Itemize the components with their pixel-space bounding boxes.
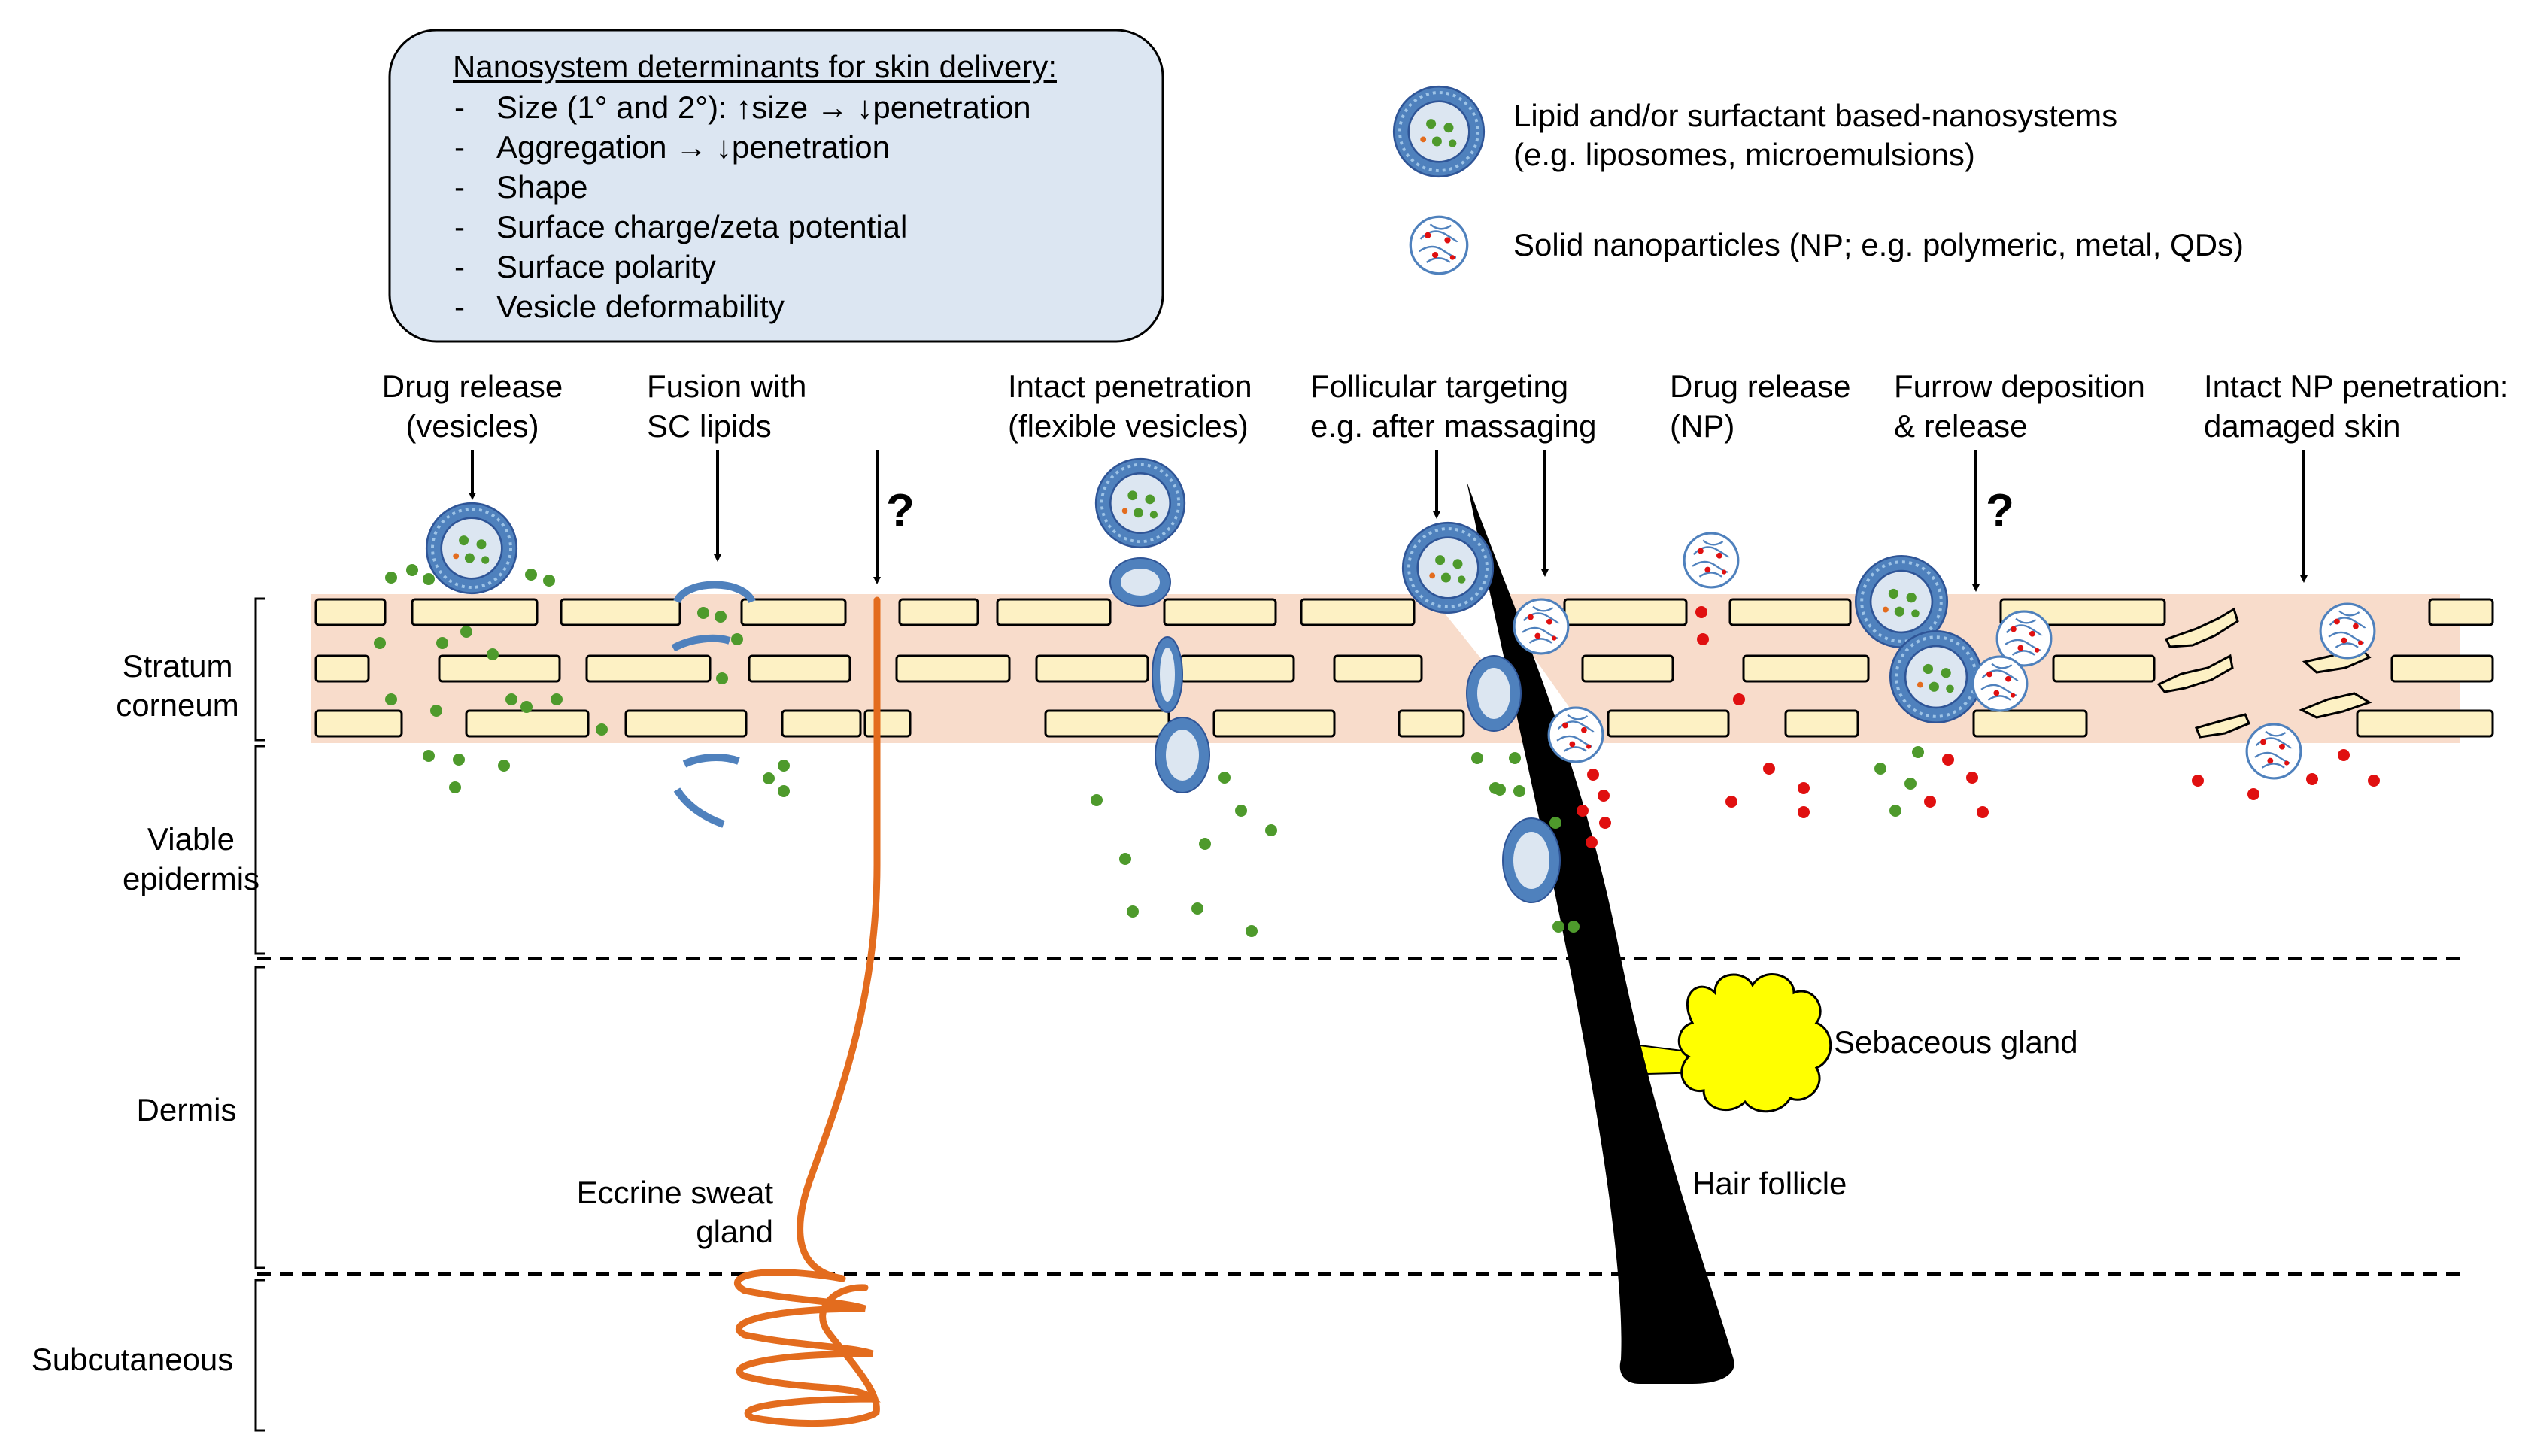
determinants-box: Nanosystem determinants for skin deliver… (388, 29, 1164, 343)
solid-nanoparticle (1547, 706, 1604, 763)
layer-label-viable-2: epidermis (123, 861, 259, 896)
determinants-bullet: - (454, 169, 465, 205)
determinants-bullet: - (454, 209, 465, 244)
label-drug-release-np-1: Drug release (1670, 369, 1850, 404)
determinants-bullet: - (454, 289, 465, 324)
solid-nanoparticle (2245, 723, 2302, 780)
vesicle (425, 502, 518, 595)
sweat-gland-label-1: Eccrine sweat (577, 1175, 774, 1210)
question-mark-furrow: ? (1986, 485, 2014, 537)
layer-label-viable-1: Viable (147, 821, 235, 857)
determinants-bullet: - (454, 89, 465, 125)
determinants-bullet: - (454, 249, 465, 284)
label-fusion-1: Fusion with (647, 369, 806, 404)
determinants-item: Shape (496, 169, 587, 205)
label-drug-release-vesicles-1: Drug release (382, 369, 563, 404)
mechanism-labels: Drug release (vesicles) Fusion with SC l… (382, 369, 2509, 444)
determinants-item: Vesicle deformability (496, 289, 785, 324)
label-drug-release-np-2: (NP) (1670, 408, 1734, 444)
layer-label-dermis: Dermis (137, 1092, 237, 1127)
damaged-skin-shapes (2156, 607, 2372, 739)
label-furrow-1: Furrow deposition (1894, 369, 2145, 404)
label-follicular-2: e.g. after massaging (1310, 408, 1597, 444)
label-furrow-2: & release (1894, 408, 2027, 444)
legend: Lipid and/or surfactant based-nanosystem… (1392, 85, 2244, 275)
determinants-title: Nanosystem determinants for skin deliver… (453, 49, 1057, 84)
hair-follicle (1467, 481, 1734, 1384)
fusing-vesicle (671, 581, 756, 828)
solid-nanoparticle-icon (1409, 215, 1469, 275)
label-damaged-skin-2: damaged skin (2204, 408, 2401, 444)
solid-nanoparticle (1971, 655, 2029, 712)
legend-lipid-line-2: (e.g. liposomes, microemulsions) (1513, 137, 1975, 172)
mechanism-arrows (469, 450, 2308, 592)
determinants-bullet: - (454, 129, 465, 165)
question-mark-sweat: ? (886, 485, 915, 537)
layer-labels: Stratum corneum Viable epidermis Dermis … (32, 648, 259, 1377)
determinants-item: Surface polarity (496, 249, 716, 284)
legend-solid: Solid nanoparticles (NP; e.g. polymeric,… (1513, 227, 2244, 262)
determinants-item: Aggregation → ↓penetration (496, 129, 890, 165)
determinants-item: Surface charge/zeta potential (496, 209, 907, 244)
layer-brackets (254, 597, 265, 1432)
vesicle (1401, 521, 1495, 614)
eccrine-sweat-gland (734, 596, 881, 1427)
determinants-box-background (388, 29, 1164, 343)
vesicle (1889, 629, 1983, 724)
sweat-gland-label-2: gland (696, 1214, 773, 1249)
layer-label-subcutaneous: Subcutaneous (32, 1342, 234, 1377)
label-damaged-skin-1: Intact NP penetration: (2204, 369, 2508, 404)
layer-label-stratum-1: Stratum (122, 648, 232, 684)
layer-label-stratum-2: corneum (116, 687, 238, 723)
sebaceous-gland (1638, 973, 1832, 1113)
determinants-list: - Size (1° and 2°): ↑size → ↓penetration… (454, 89, 1031, 324)
label-intact-penetration-1: Intact penetration (1008, 369, 1252, 404)
label-drug-release-vesicles-2: (vesicles) (405, 408, 539, 444)
label-fusion-2: SC lipids (647, 408, 772, 444)
solid-nanoparticle (2319, 602, 2376, 660)
determinants-item: Size (1° and 2°): ↑size → ↓penetration (496, 89, 1031, 125)
label-intact-penetration-2: (flexible vesicles) (1008, 408, 1249, 444)
released-drug-green (374, 564, 1924, 937)
solid-nanoparticle (1513, 598, 1570, 655)
legend-lipid-line-1: Lipid and/or surfactant based-nanosystem… (1513, 98, 2117, 133)
label-follicular-1: Follicular targeting (1310, 369, 1568, 404)
solid-nanoparticle (1683, 532, 1740, 589)
sebaceous-gland-label: Sebaceous gland (1834, 1024, 2078, 1060)
lipid-nanosystem-icon (1392, 85, 1486, 178)
hair-follicle-label: Hair follicle (1692, 1166, 1847, 1201)
released-drug-red (1577, 606, 2380, 848)
flexible-vesicles (1109, 557, 1561, 903)
vesicle (1094, 457, 1186, 549)
